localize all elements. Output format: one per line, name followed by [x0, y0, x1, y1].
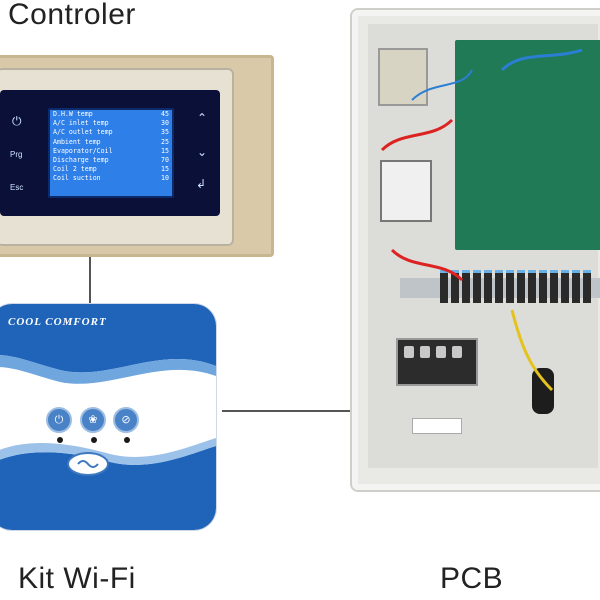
relay-contactor — [380, 160, 432, 222]
pcb-label: PCB — [440, 562, 504, 595]
terminal-row — [440, 266, 600, 306]
label-sticker — [412, 418, 462, 434]
terminal — [583, 270, 591, 303]
screen-row-label: A/C inlet temp — [53, 119, 109, 128]
screen-row-value: 15 — [161, 165, 169, 174]
screen-row-label: A/C outlet temp — [53, 128, 113, 137]
screen-row-label: Coil 2 temp — [53, 165, 97, 174]
pcb-board — [455, 40, 600, 250]
transformer — [378, 48, 428, 106]
screen-row-label: Coil suction — [53, 174, 101, 183]
screen-row: Coil 2 temp 15 — [50, 165, 172, 174]
sensor-component — [532, 368, 554, 414]
esc-button[interactable]: Esc — [10, 183, 24, 192]
screen-row-value: 45 — [161, 110, 169, 118]
screen-row-value: 70 — [161, 156, 169, 165]
terminal — [561, 270, 569, 303]
kit-label: Kit Wi-Fi — [18, 562, 136, 595]
screen-row-label: D.H.W temp — [53, 110, 93, 118]
terminal-block — [396, 338, 478, 386]
screen-row-label: Ambient temp — [53, 137, 101, 146]
wifi-led — [124, 437, 130, 443]
prg-button[interactable]: Prg — [10, 150, 23, 159]
controller-label: Controler — [8, 0, 136, 31]
screen-row-value: 35 — [161, 128, 169, 137]
power-button[interactable]: ⏻ — [46, 407, 72, 433]
terminal — [517, 270, 525, 303]
kit-wave-graphic — [0, 304, 216, 530]
power-icon[interactable]: ⏻ — [12, 114, 22, 128]
controller-to-kit-wire — [89, 257, 91, 305]
wifi-button[interactable]: ⊘ — [113, 407, 139, 433]
kit-to-pcb-wire — [222, 410, 354, 412]
terminal — [572, 270, 580, 303]
terminal — [451, 270, 459, 303]
screen-row: Discharge temp 70 — [50, 156, 172, 165]
screen-row-label: Evaporator/Coil — [53, 146, 113, 155]
screen-row-value: 25 — [161, 137, 169, 146]
screen-row: A/C outlet temp 35 — [50, 128, 172, 137]
screen-row-value: 30 — [161, 119, 169, 128]
screen-row-value: 15 — [161, 146, 169, 155]
screen-row: Coil suction 10 — [50, 174, 172, 183]
screen-row-label: Discharge temp — [53, 156, 109, 165]
terminal — [506, 270, 514, 303]
kit-brand-text: COOL COMFORT — [8, 316, 107, 328]
screen-row-value: 10 — [161, 174, 169, 183]
screen-row: Evaporator/Coil 15 — [50, 147, 172, 156]
terminal — [440, 270, 448, 303]
terminal — [495, 270, 503, 303]
mode-led — [91, 437, 97, 443]
enter-arrow-icon[interactable]: ↲ — [196, 177, 207, 191]
terminal — [539, 270, 547, 303]
power-led — [57, 437, 63, 443]
wiring-harness — [380, 48, 583, 392]
screen-row: Ambient temp 25 — [50, 138, 172, 147]
down-arrow-icon[interactable]: ⌄ — [197, 145, 208, 159]
terminal — [528, 270, 536, 303]
mode-button[interactable]: ❀ — [80, 407, 106, 433]
terminal — [550, 270, 558, 303]
up-arrow-icon[interactable]: ⌃ — [197, 111, 208, 125]
terminal — [462, 270, 470, 303]
screen-row: D.H.W temp 45 — [50, 110, 172, 119]
terminal — [484, 270, 492, 303]
terminal — [473, 270, 481, 303]
screen-row: A/C inlet temp 30 — [50, 119, 172, 128]
wifi-kit-device — [0, 304, 216, 530]
